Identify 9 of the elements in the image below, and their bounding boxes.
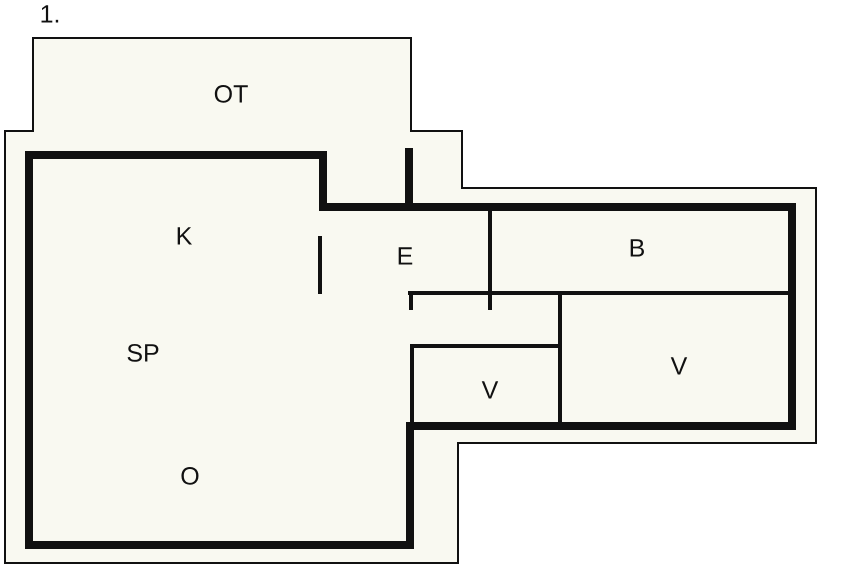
figure-number: 1. xyxy=(40,2,60,28)
room-label: K xyxy=(176,224,192,250)
room-label: O xyxy=(180,464,200,490)
room-label: SP xyxy=(126,342,160,366)
room-label: V xyxy=(482,378,498,404)
room-label: OT xyxy=(214,82,248,108)
room-label: B xyxy=(628,236,646,262)
room-label: V xyxy=(670,354,688,380)
room-label: E xyxy=(396,244,414,270)
